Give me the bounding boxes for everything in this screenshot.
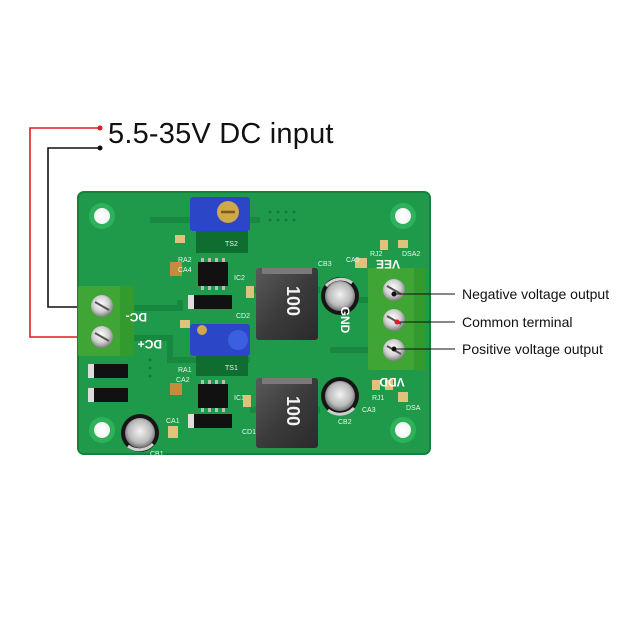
cb3-silk: CB3 [318, 261, 332, 268]
common-terminal-label: Common terminal [462, 314, 573, 330]
rj2-silk: RJ2 [370, 251, 383, 258]
diodes [88, 295, 232, 428]
inductor-top-value: 100 [283, 286, 303, 316]
smd-components [168, 235, 408, 438]
mounting-holes [89, 203, 416, 443]
cd2-silk: CD2 [236, 313, 250, 320]
inductor-bottom-value: 100 [283, 396, 303, 426]
ra2-silk: RA2 [178, 257, 192, 264]
gnd-silk: GND [338, 307, 352, 334]
cb2-silk: CB2 [338, 419, 352, 426]
negative-output-label: Negative voltage output [462, 286, 610, 302]
black-wire [47, 147, 100, 308]
vdd-silk: VDD [379, 375, 405, 389]
ic2-silk: IC2 [234, 275, 245, 282]
capacitor-input [121, 414, 159, 452]
ic-chip-bottom [198, 380, 228, 412]
via-pattern [148, 210, 296, 378]
rj1-silk: RJ1 [372, 395, 385, 402]
ic-chip-top [198, 258, 228, 290]
trimmer-potentiometer-top [190, 197, 250, 253]
ra1-silk: RA1 [178, 367, 192, 374]
dsa-silk: DSA [406, 405, 421, 412]
capacitor-bottom-right [321, 377, 359, 416]
ca2-silk: CA2 [176, 377, 190, 384]
ca3-silk: CA3 [362, 407, 376, 414]
dc-minus-silk: DC- [126, 310, 147, 324]
inductor-bottom [256, 378, 318, 448]
vee-silk: VEE [376, 257, 400, 271]
dc-plus-silk: DC+ [138, 337, 162, 351]
cd1-silk: CD1 [242, 429, 256, 436]
capacitor-top [321, 277, 359, 315]
positive-output-label: Positive voltage output [462, 341, 603, 357]
dsa2-silk: DSA2 [402, 251, 420, 258]
cb1-silk: CB1 [150, 451, 164, 458]
ts2-silk: TS2 [225, 241, 238, 248]
inductor-top [256, 268, 318, 340]
ca4-silk: CA4 [178, 267, 192, 274]
ic1-silk: IC1 [234, 395, 245, 402]
output-terminal-block [368, 268, 426, 370]
trimmer-potentiometer-bottom [190, 324, 250, 376]
ts1-silk: TS1 [225, 365, 238, 372]
red-wire [29, 127, 100, 338]
input-voltage-label: 5.5-35V DC input [108, 118, 334, 150]
ca5-silk: CA5 [346, 257, 360, 264]
ca1-silk: CA1 [166, 418, 180, 425]
input-terminal-block [78, 286, 134, 356]
